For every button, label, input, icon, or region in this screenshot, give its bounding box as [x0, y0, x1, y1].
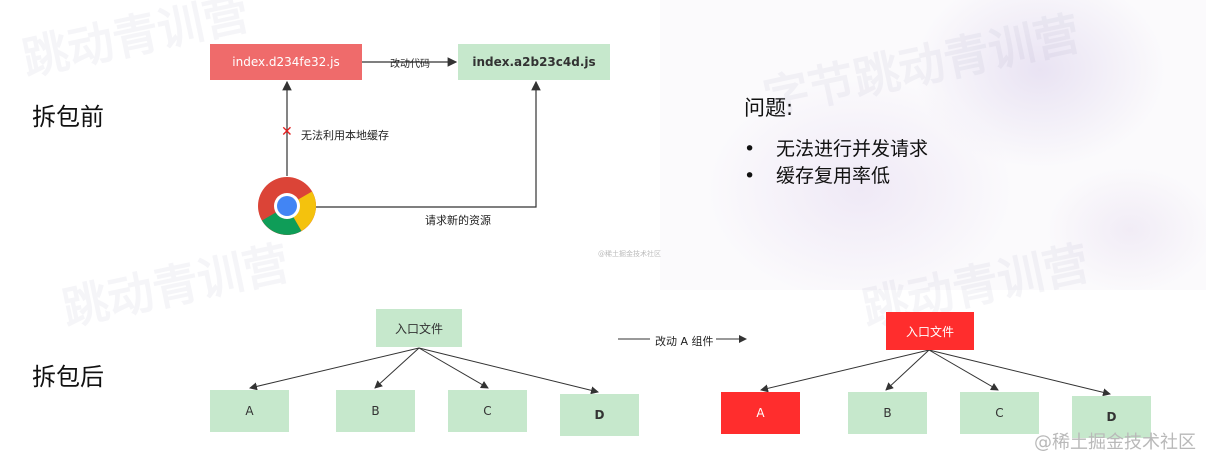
after-split-label: 拆包后: [32, 363, 104, 391]
cross-icon: ✕: [281, 124, 293, 140]
chunk-c-box: C: [960, 392, 1039, 434]
problem-text: 缓存复用率低: [776, 165, 891, 187]
footer-watermark: @稀土掘金技术社区: [1034, 432, 1196, 453]
chunk-a-changed-box: A: [721, 392, 800, 434]
background-illustration: [660, 0, 1206, 290]
chunk-a-box: A: [210, 390, 289, 432]
problem-text: 无法进行并发请求: [776, 138, 929, 160]
old-bundle-file: index.d234fe32.js: [210, 44, 362, 80]
cache-fail-label: 无法利用本地缓存: [301, 129, 389, 142]
problems-title: 问题:: [744, 96, 794, 120]
list-item: • 缓存复用率低: [744, 163, 928, 190]
chunk-c-box: C: [448, 390, 527, 432]
chrome-icon: [257, 176, 317, 236]
chunk-b-box: B: [336, 390, 415, 432]
chunk-b-box: B: [848, 392, 927, 434]
change-code-label: 改动代码: [390, 59, 430, 70]
bullet-icon: •: [744, 165, 756, 187]
entry-file-box: 入口文件: [376, 309, 462, 347]
bullet-icon: •: [744, 138, 756, 160]
new-bundle-file: index.a2b23c4d.js: [458, 44, 610, 80]
before-split-label: 拆包前: [32, 103, 104, 131]
list-item: • 无法进行并发请求: [744, 136, 928, 163]
source-watermark: @稀土掘金技术社区: [598, 250, 661, 258]
entry-file-changed-box: 入口文件: [886, 312, 974, 350]
request-new-label: 请求新的资源: [425, 214, 491, 227]
change-component-label: 改动 A 组件: [655, 335, 714, 348]
problems-panel: 问题: • 无法进行并发请求 • 缓存复用率低: [744, 92, 928, 190]
problems-list: • 无法进行并发请求 • 缓存复用率低: [744, 136, 928, 190]
chunk-d-box: D: [560, 394, 639, 436]
chunk-d-box: D: [1072, 396, 1151, 438]
